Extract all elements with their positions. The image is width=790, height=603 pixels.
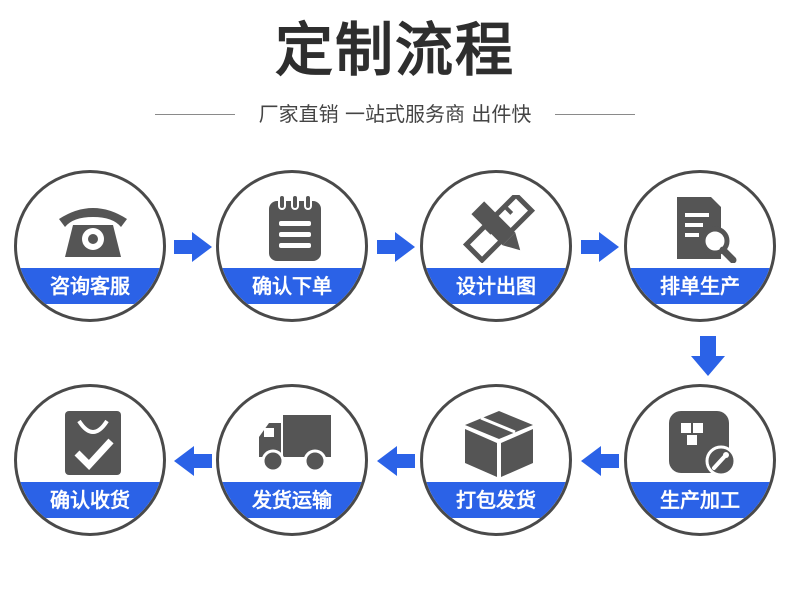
step-label: 确认下单 bbox=[219, 268, 365, 304]
box-icon bbox=[465, 411, 533, 477]
subtitle-right-rule bbox=[555, 114, 635, 115]
step-circle: 发货运输 bbox=[216, 384, 368, 536]
step-circle: 咨询客服 bbox=[14, 170, 166, 322]
cubes-wrench-icon bbox=[669, 411, 737, 477]
subtitle-left-rule bbox=[155, 114, 235, 115]
arrow-left-icon bbox=[581, 446, 619, 476]
step-circle: 生产加工 bbox=[624, 384, 776, 536]
arrow-right-icon bbox=[581, 232, 619, 262]
step-confirm-order: 确认下单 bbox=[216, 170, 368, 322]
arrow-right-icon bbox=[377, 232, 415, 262]
step-label: 确认收货 bbox=[17, 482, 163, 518]
arrow-left-icon bbox=[174, 446, 212, 476]
step-label: 排单生产 bbox=[627, 268, 773, 304]
truck-icon bbox=[259, 415, 331, 473]
arrow-down-icon bbox=[691, 336, 725, 376]
step-schedule: 排单生产 bbox=[624, 170, 776, 322]
pencil-ruler-icon bbox=[462, 195, 536, 263]
step-label: 生产加工 bbox=[627, 482, 773, 518]
step-manufacture: 生产加工 bbox=[624, 384, 776, 536]
step-label: 发货运输 bbox=[219, 482, 365, 518]
arrow-left-icon bbox=[377, 446, 415, 476]
step-pack-ship: 打包发货 bbox=[420, 384, 572, 536]
step-circle: 排单生产 bbox=[624, 170, 776, 322]
step-transport: 发货运输 bbox=[216, 384, 368, 536]
page-title: 定制流程 bbox=[274, 16, 515, 84]
page-subtitle: 厂家直销 一站式服务商 出件快 bbox=[258, 102, 532, 126]
step-circle: 打包发货 bbox=[420, 384, 572, 536]
step-label: 设计出图 bbox=[423, 268, 569, 304]
notepad-icon bbox=[269, 195, 321, 261]
step-circle: 确认下单 bbox=[216, 170, 368, 322]
telephone-icon bbox=[59, 208, 127, 257]
arrow-right-icon bbox=[174, 232, 212, 262]
step-circle: 确认收货 bbox=[14, 384, 166, 536]
shopping-bag-check-icon bbox=[65, 411, 121, 475]
step-consult: 咨询客服 bbox=[14, 170, 166, 322]
step-receive: 确认收货 bbox=[14, 384, 166, 536]
step-circle: 设计出图 bbox=[420, 170, 572, 322]
step-label: 打包发货 bbox=[423, 482, 569, 518]
document-search-icon bbox=[677, 197, 737, 263]
step-label: 咨询客服 bbox=[17, 268, 163, 304]
step-design: 设计出图 bbox=[420, 170, 572, 322]
